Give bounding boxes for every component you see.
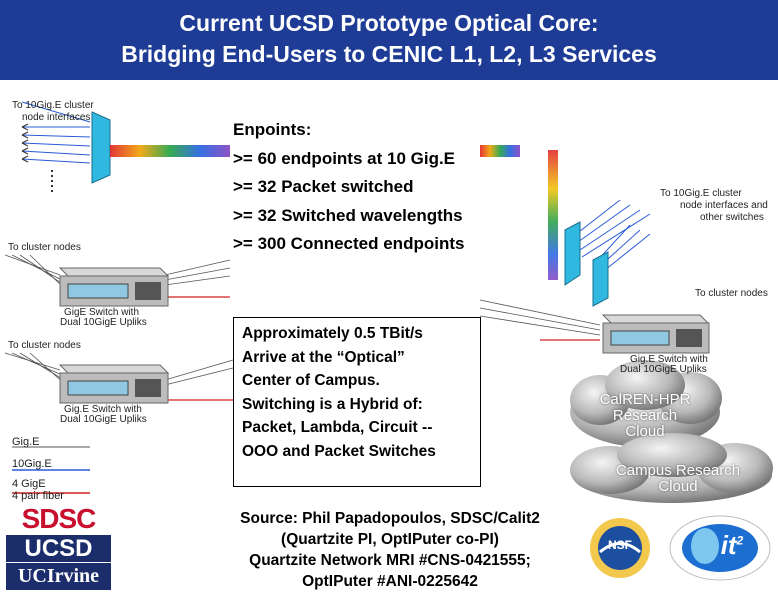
source-line: Source: Phil Papadopoulos, SDSC/Calit2 bbox=[240, 510, 540, 527]
endpoints-list: Enpoints: >= 60 endpoints at 10 Gig.E >=… bbox=[233, 116, 464, 259]
gige-switch-left-1 bbox=[58, 267, 170, 307]
calren-cloud-label: CalREN-HPR Research Cloud bbox=[599, 391, 691, 440]
uci-logo: UCIrvine bbox=[6, 563, 111, 590]
endpoints-item: >= 60 endpoints at 10 Gig.E bbox=[233, 148, 456, 168]
ucsd-logo: UCSD bbox=[6, 535, 111, 562]
rainbow-fiber-right bbox=[480, 145, 520, 157]
bandwidth-callout: Approximately 0.5 TBit/s Arrive at the “… bbox=[233, 317, 481, 487]
callout-line: Center of Campus. bbox=[242, 372, 380, 389]
right-mux-2 bbox=[592, 251, 609, 307]
label-to-cluster-nodes-1: To cluster nodes bbox=[8, 242, 81, 253]
legend-gige-label: Gig.E bbox=[12, 436, 40, 448]
left-10gige-lines bbox=[21, 101, 91, 164]
source-line: Quartzite Network MRI #CNS-0421555; bbox=[249, 552, 531, 569]
label-right-top-1: To 10Gig.E cluster bbox=[660, 188, 742, 199]
label-switch-2a: Gig.E Switch with bbox=[64, 404, 142, 415]
label-switch-1a: GigE Switch with bbox=[64, 307, 140, 318]
rainbow-fiber-vertical bbox=[548, 150, 558, 280]
callout-line: Arrive at the “Optical” bbox=[242, 348, 405, 366]
endpoints-item: >= 32 Switched wavelengths bbox=[233, 205, 463, 225]
source-attribution: Source: Phil Papadopoulos, SDSC/Calit2 (… bbox=[200, 508, 580, 592]
label-switch-1b: Dual 10GigE Upliks bbox=[60, 317, 147, 328]
legend-10gige-label: 10Gig.E bbox=[12, 458, 52, 470]
label-switch-2b: Dual 10GigE Upliks bbox=[60, 414, 147, 425]
network-diagram bbox=[4, 101, 773, 581]
it2-logo bbox=[669, 515, 771, 581]
calren-hpr-cloud bbox=[570, 360, 722, 447]
label-left-top-1: To 10Gig.E cluster bbox=[12, 100, 94, 111]
left-mux bbox=[91, 111, 111, 184]
label-left-top-2: node interfaces bbox=[22, 112, 91, 123]
slide-title-line-2: Bridging End-Users to CENIC L1, L2, L3 S… bbox=[121, 41, 657, 67]
callout-line: OOO and Packet Switches bbox=[242, 442, 436, 460]
sdsc-logo: SDSC bbox=[21, 503, 97, 534]
slide-title-line-1: Current UCSD Prototype Optical Core: bbox=[179, 10, 599, 36]
label-switch-3b: Dual 10GigE Upliks bbox=[620, 364, 707, 375]
nsf-logo-text: NSF bbox=[608, 538, 632, 552]
gige-switch-right bbox=[601, 314, 710, 354]
rainbow-fiber-left bbox=[110, 145, 230, 157]
callout-line: Packet, Lambda, Circuit -- bbox=[242, 419, 433, 436]
endpoints-heading: Enpoints: bbox=[233, 120, 312, 139]
endpoints-item: >= 32 Packet switched bbox=[233, 177, 414, 196]
campus-research-cloud bbox=[570, 433, 773, 503]
callout-line: Switching is a Hybrid of: bbox=[242, 395, 423, 413]
label-right-top-3: other switches bbox=[700, 212, 764, 223]
endpoints-item: >= 300 Connected endpoints bbox=[233, 234, 465, 253]
callout-line: Approximately 0.5 TBit/s bbox=[242, 325, 423, 342]
title-bar: Current UCSD Prototype Optical Core: Bri… bbox=[0, 0, 778, 80]
it2-logo-text: it2 bbox=[720, 530, 744, 560]
campus-cloud-label: Campus Research Cloud bbox=[615, 462, 741, 495]
label-switch-3a: Gig.E Switch with bbox=[630, 354, 708, 365]
right-mux-1 bbox=[564, 221, 581, 286]
nsf-logo bbox=[590, 518, 650, 578]
legend-4pair-label: 4 pair fiber bbox=[12, 490, 64, 502]
source-line: OptIPuter #ANI-0225642 bbox=[302, 573, 478, 590]
source-line: (Quartzite PI, OptIPuter co-PI) bbox=[281, 531, 499, 548]
gige-switch-left-2 bbox=[58, 364, 170, 404]
label-right-top-2: node interfaces and bbox=[680, 200, 768, 211]
legend bbox=[12, 446, 90, 494]
label-to-cluster-nodes-2: To cluster nodes bbox=[8, 340, 81, 351]
legend-4gige-label: 4 GigE bbox=[12, 478, 46, 490]
label-to-cluster-nodes-3: To cluster nodes bbox=[695, 288, 768, 299]
